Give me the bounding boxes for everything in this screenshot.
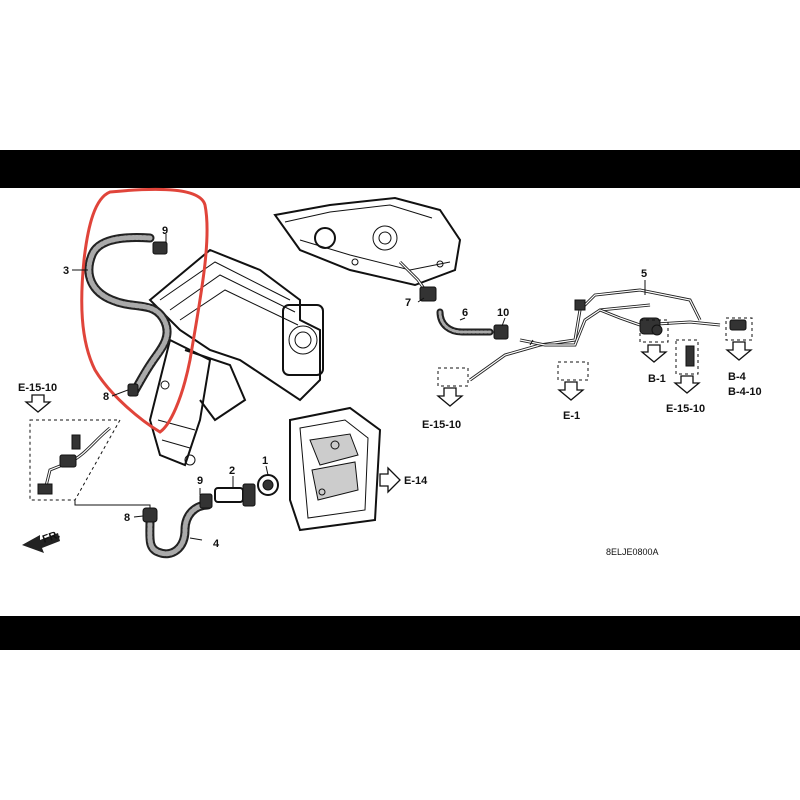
letterbox-top	[0, 150, 800, 188]
ref-e-1: E-1	[563, 410, 580, 422]
wiring-harness-right	[398, 260, 747, 382]
ref-e-15-10-mid: E-15-10	[422, 419, 461, 431]
callout-3: 3	[63, 265, 69, 277]
valve-1	[257, 465, 279, 496]
diagram-code: 8ELJE0800A	[606, 547, 659, 557]
ref-boxes-right	[436, 317, 753, 407]
callout-2: 2	[229, 465, 235, 477]
letterbox-bottom	[0, 616, 800, 650]
callout-4: 4	[213, 538, 220, 550]
front-direction-arrow	[22, 533, 60, 553]
hose-4	[142, 488, 213, 559]
callout-1: 1	[262, 455, 268, 467]
callout-10: 10	[497, 307, 509, 319]
leader-lines	[72, 234, 646, 541]
callout-9-top: 9	[162, 225, 168, 237]
canister-assembly	[289, 406, 401, 532]
hose-3	[84, 233, 172, 397]
ref-e-15-10-left: E-15-10	[18, 382, 57, 394]
callout-8-bottom: 8	[124, 512, 130, 524]
callout-6: 6	[462, 307, 468, 319]
callout-9-bottom: 9	[197, 475, 203, 487]
ref-e-15-10-right: E-15-10	[666, 403, 705, 415]
ref-b-4: B-4	[728, 371, 747, 383]
intake-manifold	[148, 248, 324, 467]
valve-cover	[273, 196, 462, 287]
callout-7: 7	[405, 297, 411, 309]
callout-5: 5	[641, 268, 647, 280]
ref-b-1: B-1	[648, 373, 666, 385]
callout-8-top: 8	[103, 391, 109, 403]
highlight-circle	[80, 187, 209, 434]
connector-2	[214, 476, 256, 507]
front-label: FR.	[41, 528, 62, 545]
ref-b-4-10: B-4-10	[728, 386, 762, 398]
detail-left	[24, 394, 151, 515]
ref-e-14: E-14	[404, 475, 428, 487]
